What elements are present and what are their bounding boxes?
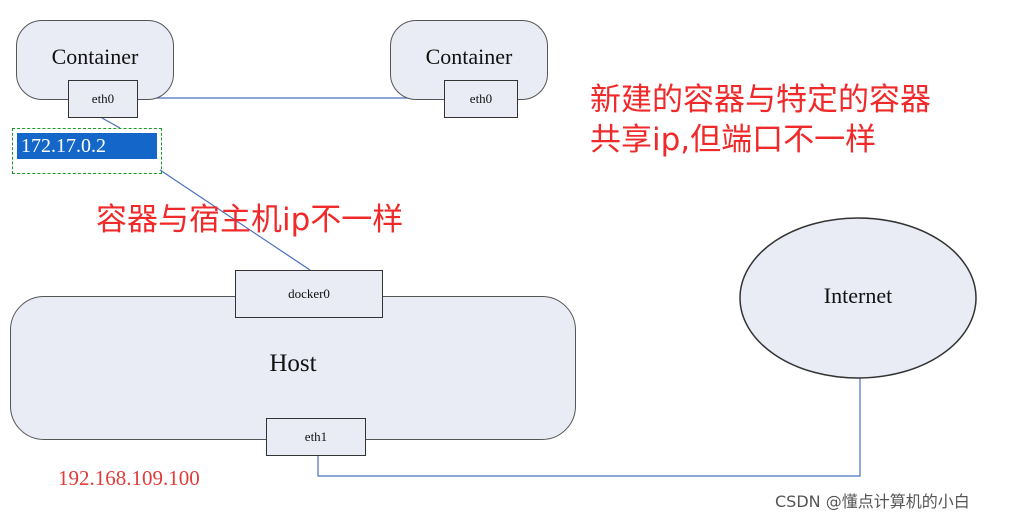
host-node xyxy=(10,296,576,440)
host-eth1: eth1 xyxy=(266,418,366,456)
container-left-eth0: eth0 xyxy=(68,80,138,118)
host-docker0: docker0 xyxy=(235,270,383,318)
link-ip-to-docker0 xyxy=(159,169,311,271)
link-eth1-to-internet xyxy=(317,378,861,477)
shared-ip-note-line1: 新建的容器与特定的容器 xyxy=(590,82,931,118)
container-right-eth0: eth0 xyxy=(444,80,518,118)
csdn-watermark: CSDN @懂点计算机的小白 xyxy=(775,492,970,511)
link-eth0-to-ip xyxy=(101,117,121,129)
host-ip-diff-note: 容器与宿主机ip不一样 xyxy=(96,202,404,238)
container-right-label: Container xyxy=(425,44,513,69)
container-ip-selection[interactable]: 172.17.0.2 xyxy=(12,128,162,174)
shared-ip-note-line2: 共享ip,但端口不一样 xyxy=(590,122,877,158)
host-label: Host xyxy=(269,350,317,377)
container-left-label: Container xyxy=(51,44,139,69)
shared-ip-note: 新建的容器与特定的容器 共享ip,但端口不一样 xyxy=(590,80,1010,160)
host-ip-label: 192.168.109.100 xyxy=(58,466,200,490)
internet-label: Internet xyxy=(823,283,893,308)
internet-node xyxy=(739,217,977,379)
container-ip-text: 172.17.0.2 xyxy=(17,133,157,159)
